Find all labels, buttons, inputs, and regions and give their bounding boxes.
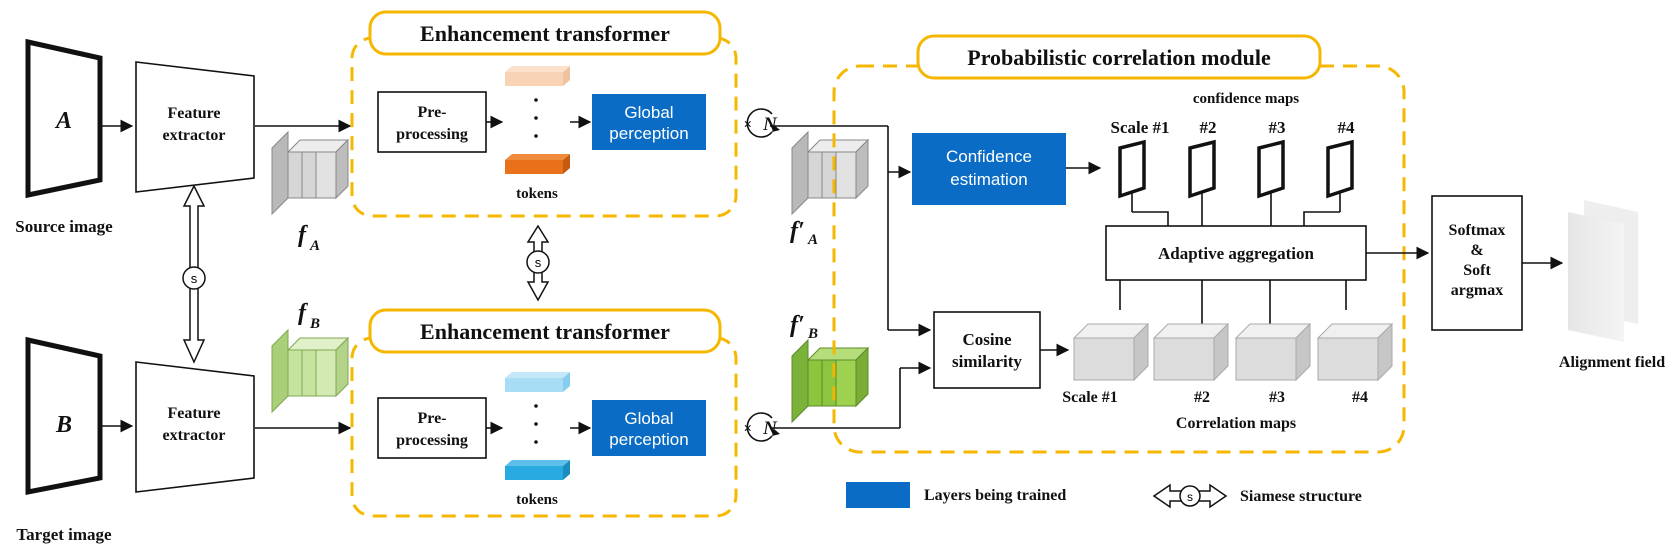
correlation-map-3 [1234, 280, 1312, 382]
confidence-map-1 [1118, 139, 1146, 212]
confidence-map-4 [1326, 139, 1354, 212]
repeat-n-bottom: × N [743, 412, 780, 442]
fA-label: f [298, 222, 308, 248]
legend-siamese-label: Siamese structure [1240, 488, 1362, 505]
softmax-line3: Soft [1463, 262, 1491, 279]
scale-top-4: #4 [1338, 118, 1356, 137]
correlation-map-1 [1072, 280, 1150, 382]
correlation-map-4 [1316, 280, 1394, 382]
legend-trained-swatch [846, 482, 910, 508]
feature-map-fA-prime [791, 130, 870, 216]
enhancement-title-pill-bottom [368, 308, 722, 354]
softmax-line4: argmax [1451, 282, 1503, 299]
correlation-map-2 [1152, 280, 1230, 382]
svg-text:Feature: Feature [167, 405, 220, 422]
legend-siamese-icon: s [1152, 483, 1228, 509]
softmax-box [1431, 195, 1523, 331]
enhancement-title-pill-top [368, 10, 722, 56]
pcm-title-pill [916, 34, 1322, 80]
cosine-similarity-line1: Cosine [962, 330, 1012, 349]
preprocessing-top-line2: processing [396, 126, 468, 143]
target-image-caption: Target image [16, 525, 112, 544]
siamese-link-extractors: s [182, 184, 206, 364]
global-perception-top-line2: perception [609, 124, 688, 143]
scale-bottom-3: #3 [1269, 389, 1285, 406]
fA-prime-label: f′ [790, 218, 805, 244]
confidence-map-2 [1188, 139, 1216, 226]
cosine-similarity-line2: similarity [952, 352, 1022, 371]
tokens-label-top: tokens [516, 186, 558, 202]
preprocessing-box-bottom [377, 397, 487, 459]
softmax-line1: Softmax [1449, 222, 1506, 239]
svg-text:extractor: extractor [162, 427, 225, 444]
global-perception-top-line1: Global [624, 103, 673, 122]
feature-extractor-top: Feature extractor [135, 61, 255, 193]
feature-map-fA [271, 130, 350, 216]
correlation-maps-label: Correlation maps [1176, 415, 1296, 432]
line-conf4-to-agg [1303, 211, 1340, 226]
alignment-field [1568, 200, 1638, 342]
confidence-map-3 [1257, 139, 1285, 226]
fB-label: f [298, 300, 308, 326]
adaptive-aggregation-box [1105, 225, 1367, 281]
enhancement-title-top: Enhancement transformer [420, 21, 670, 46]
softmax-line2: & [1470, 242, 1483, 259]
tokens-stack-top [505, 66, 570, 174]
svg-text:×: × [743, 421, 752, 437]
legend-trained-label: Layers being trained [924, 487, 1066, 504]
preprocessing-box-top [377, 91, 487, 153]
feature-map-fB-prime [791, 338, 870, 424]
svg-text:N: N [762, 114, 778, 135]
svg-text:Feature: Feature [167, 105, 220, 122]
svg-text:extractor: extractor [162, 127, 225, 144]
siamese-link-enhancement: s [526, 224, 550, 302]
scale-bottom-2: #2 [1194, 389, 1210, 406]
svg-text:A: A [54, 108, 72, 134]
pcm-title: Probabilistic correlation module [967, 45, 1271, 70]
global-perception-bottom-line2: perception [609, 430, 688, 449]
confidence-estimation-box [912, 133, 1066, 205]
svg-text:s: s [1187, 490, 1193, 504]
confidence-maps-label: confidence maps [1193, 91, 1299, 107]
svg-text:B: B [55, 412, 72, 438]
global-perception-bottom [592, 400, 706, 456]
cosine-similarity-box [933, 311, 1041, 389]
preprocessing-bottom-line1: Pre- [417, 410, 446, 427]
fB-prime-label: f′ [790, 312, 805, 338]
scale-top-2: #2 [1200, 118, 1217, 137]
tokens-label-bottom: tokens [516, 492, 558, 508]
fA-prime-subscript: A [807, 232, 818, 248]
tokens-stack-bottom [505, 372, 570, 480]
svg-text:×: × [743, 117, 752, 133]
fA-subscript: A [309, 238, 320, 254]
fB-subscript: B [309, 316, 320, 332]
line-conf1-to-agg [1132, 211, 1169, 226]
svg-text:s: s [191, 271, 198, 286]
scale-bottom-1: Scale #1 [1062, 389, 1118, 406]
svg-text:s: s [535, 255, 542, 270]
confidence-estimation-line2: estimation [950, 170, 1027, 189]
preprocessing-bottom-line2: processing [396, 432, 468, 449]
repeat-n-top: × N [743, 108, 780, 138]
scale-top-3: #3 [1269, 118, 1286, 137]
source-image: A [25, 38, 103, 199]
enhancement-title-bottom: Enhancement transformer [420, 319, 670, 344]
global-perception-top [592, 94, 706, 150]
feature-extractor-bottom: Feature extractor [135, 361, 255, 493]
feature-map-fB [271, 328, 350, 414]
alignment-field-label: Alignment field [1559, 354, 1665, 371]
global-perception-bottom-line1: Global [624, 409, 673, 428]
confidence-estimation-line1: Confidence [946, 147, 1032, 166]
fB-prime-subscript: B [807, 326, 818, 342]
preprocessing-top-line1: Pre- [417, 104, 446, 121]
scale-top-1: Scale #1 [1110, 118, 1169, 137]
scale-bottom-4: #4 [1352, 389, 1368, 406]
target-image: B [25, 336, 103, 496]
adaptive-aggregation-label: Adaptive aggregation [1158, 244, 1315, 263]
source-image-caption: Source image [15, 217, 113, 236]
